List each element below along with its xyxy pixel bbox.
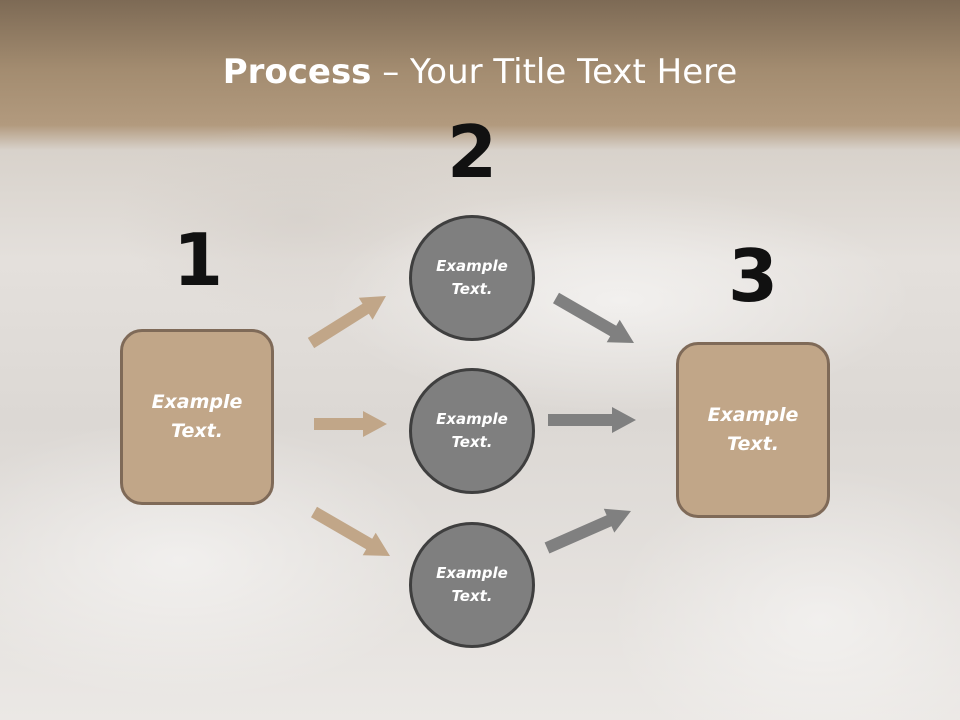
arrow-bottom-to-right-icon <box>544 508 631 554</box>
title-rest: – Your Title Text Here <box>371 52 738 92</box>
step-number-3: 3 <box>727 234 779 318</box>
right-box-line1: Example <box>707 404 799 426</box>
left-process-box: Example Text. <box>120 329 274 505</box>
left-box-line2: Text. <box>171 420 223 442</box>
right-process-box: Example Text. <box>676 342 830 518</box>
process-circle-bottom: Example Text. <box>409 522 535 648</box>
arrow-left-to-middle-icon <box>314 411 387 437</box>
arrow-middle-to-right-icon <box>548 407 636 433</box>
slide-title: Process – Your Title Text Here <box>0 52 960 92</box>
circle-bottom-line2: Text. <box>451 587 493 605</box>
arrow-left-to-bottom-icon <box>311 506 390 556</box>
arrow-left-to-top-icon <box>307 296 386 349</box>
left-box-line1: Example <box>151 391 243 413</box>
circle-top-line1: Example <box>436 257 508 275</box>
circle-bottom-line1: Example <box>436 564 508 582</box>
right-box-line2: Text. <box>727 433 779 455</box>
title-bold: Process <box>222 52 372 92</box>
circle-middle-line2: Text. <box>451 433 493 451</box>
step-number-1: 1 <box>172 218 224 302</box>
arrow-top-to-right-icon <box>553 292 634 343</box>
circle-top-line2: Text. <box>451 280 493 298</box>
process-circle-middle: Example Text. <box>409 368 535 494</box>
step-number-2: 2 <box>446 110 498 194</box>
process-circle-top: Example Text. <box>409 215 535 341</box>
circle-middle-line1: Example <box>436 410 508 428</box>
